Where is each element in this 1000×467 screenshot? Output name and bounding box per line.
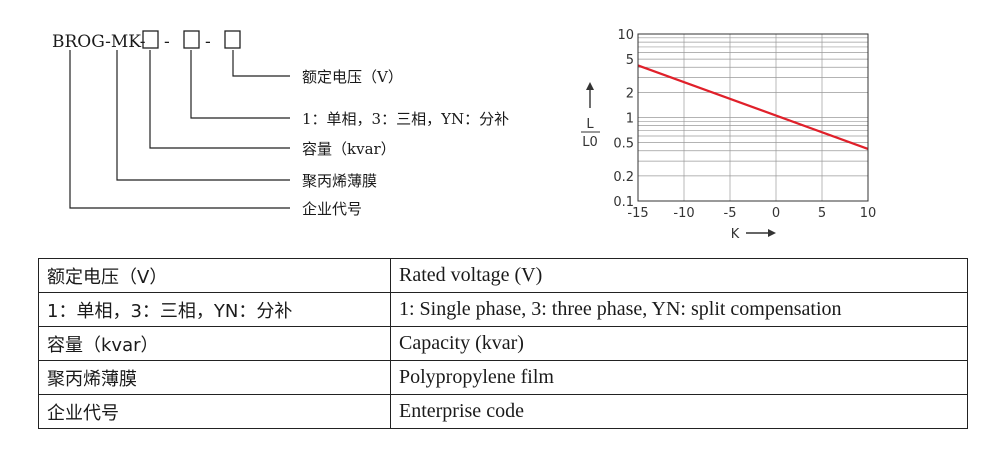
label-phase-type: 1：单相，3：三相，YN：分补 [302, 110, 509, 128]
y-axis-label: L L0 [581, 82, 600, 150]
y-label-denominator: L0 [582, 135, 598, 150]
leader-line-film [116, 50, 290, 181]
leader-line-phase [190, 50, 290, 119]
x-tick-label: 10 [860, 206, 877, 221]
label-rated-voltage: 额定电压（V） [302, 68, 403, 86]
table-cell-zh: 1：单相，3：三相，YN：分补 [38, 292, 391, 327]
x-axis-label: K [731, 227, 776, 242]
y-tick-label: 10 [617, 28, 634, 43]
table-cell-zh: 聚丙烯薄膜 [38, 360, 391, 395]
table-cell-zh: 容量（kvar） [38, 326, 391, 361]
leader-line-enterprise [69, 50, 290, 209]
leader-line-capacity [149, 50, 290, 149]
chart-series [637, 64, 869, 150]
table-cell-zh: 额定电压（V） [38, 258, 391, 293]
table-cell-en: 1: Single phase, 3: three phase, YN: spl… [390, 292, 968, 327]
y-label-numerator: L [586, 117, 594, 132]
table-row: 容量（kvar） Capacity (kvar) [38, 326, 968, 361]
table-cell-en: Rated voltage (V) [390, 258, 968, 293]
table-cell-zh: 企业代号 [38, 394, 391, 429]
table-cell-en: Polypropylene film [390, 360, 968, 395]
x-tick-label: -15 [627, 206, 648, 221]
x-label: K [731, 227, 740, 242]
y-tick-label: 0.1 [613, 195, 634, 210]
ratio-chart: 10 5 2 1 0.5 0.2 0.1 -15 -10 -5 0 5 10 L L0 K [581, 28, 876, 242]
y-tick-label: 0.5 [613, 137, 634, 152]
table-cell-en: Capacity (kvar) [390, 326, 968, 361]
chart-x-ticks: -15 -10 -5 0 5 10 [627, 206, 876, 221]
table-row: 额定电压（V） Rated voltage (V) [38, 258, 968, 293]
y-tick-label: 1 [626, 112, 634, 127]
leader-line-voltage [232, 50, 290, 77]
label-capacity: 容量（kvar） [302, 140, 396, 158]
model-prefix: BROG-MK- [52, 32, 145, 52]
spec-table: 额定电压（V） Rated voltage (V) 1：单相，3：三相，YN：分… [38, 258, 968, 429]
y-tick-label: 5 [626, 53, 634, 68]
model-code-diagram: BROG-MK- - - 额定电压（V） 1：单相，3：三相，YN：分补 容量（… [52, 30, 509, 218]
chart-y-ticks: 10 5 2 1 0.5 0.2 0.1 [613, 28, 634, 210]
table-row: 企业代号 Enterprise code [38, 394, 968, 429]
x-tick-label: 0 [772, 206, 780, 221]
code-separator-1: - [164, 32, 170, 52]
label-enterprise-code: 企业代号 [302, 200, 362, 218]
series-line [637, 64, 869, 150]
x-tick-label: 5 [818, 206, 826, 221]
table-cell-en: Enterprise code [390, 394, 968, 429]
label-film: 聚丙烯薄膜 [302, 172, 377, 190]
chart-grid [637, 33, 869, 202]
code-box-2 [183, 30, 200, 49]
y-tick-label: 0.2 [613, 170, 634, 185]
x-tick-label: -5 [724, 206, 737, 221]
code-box-3 [224, 30, 241, 49]
table-row: 1：单相，3：三相，YN：分补 1: Single phase, 3: thre… [38, 292, 968, 327]
y-tick-label: 2 [626, 86, 634, 101]
code-separator-2: - [205, 32, 211, 52]
chart-frame [637, 33, 869, 202]
x-tick-label: -10 [673, 206, 694, 221]
code-box-1 [142, 30, 159, 49]
table-row: 聚丙烯薄膜 Polypropylene film [38, 360, 968, 395]
